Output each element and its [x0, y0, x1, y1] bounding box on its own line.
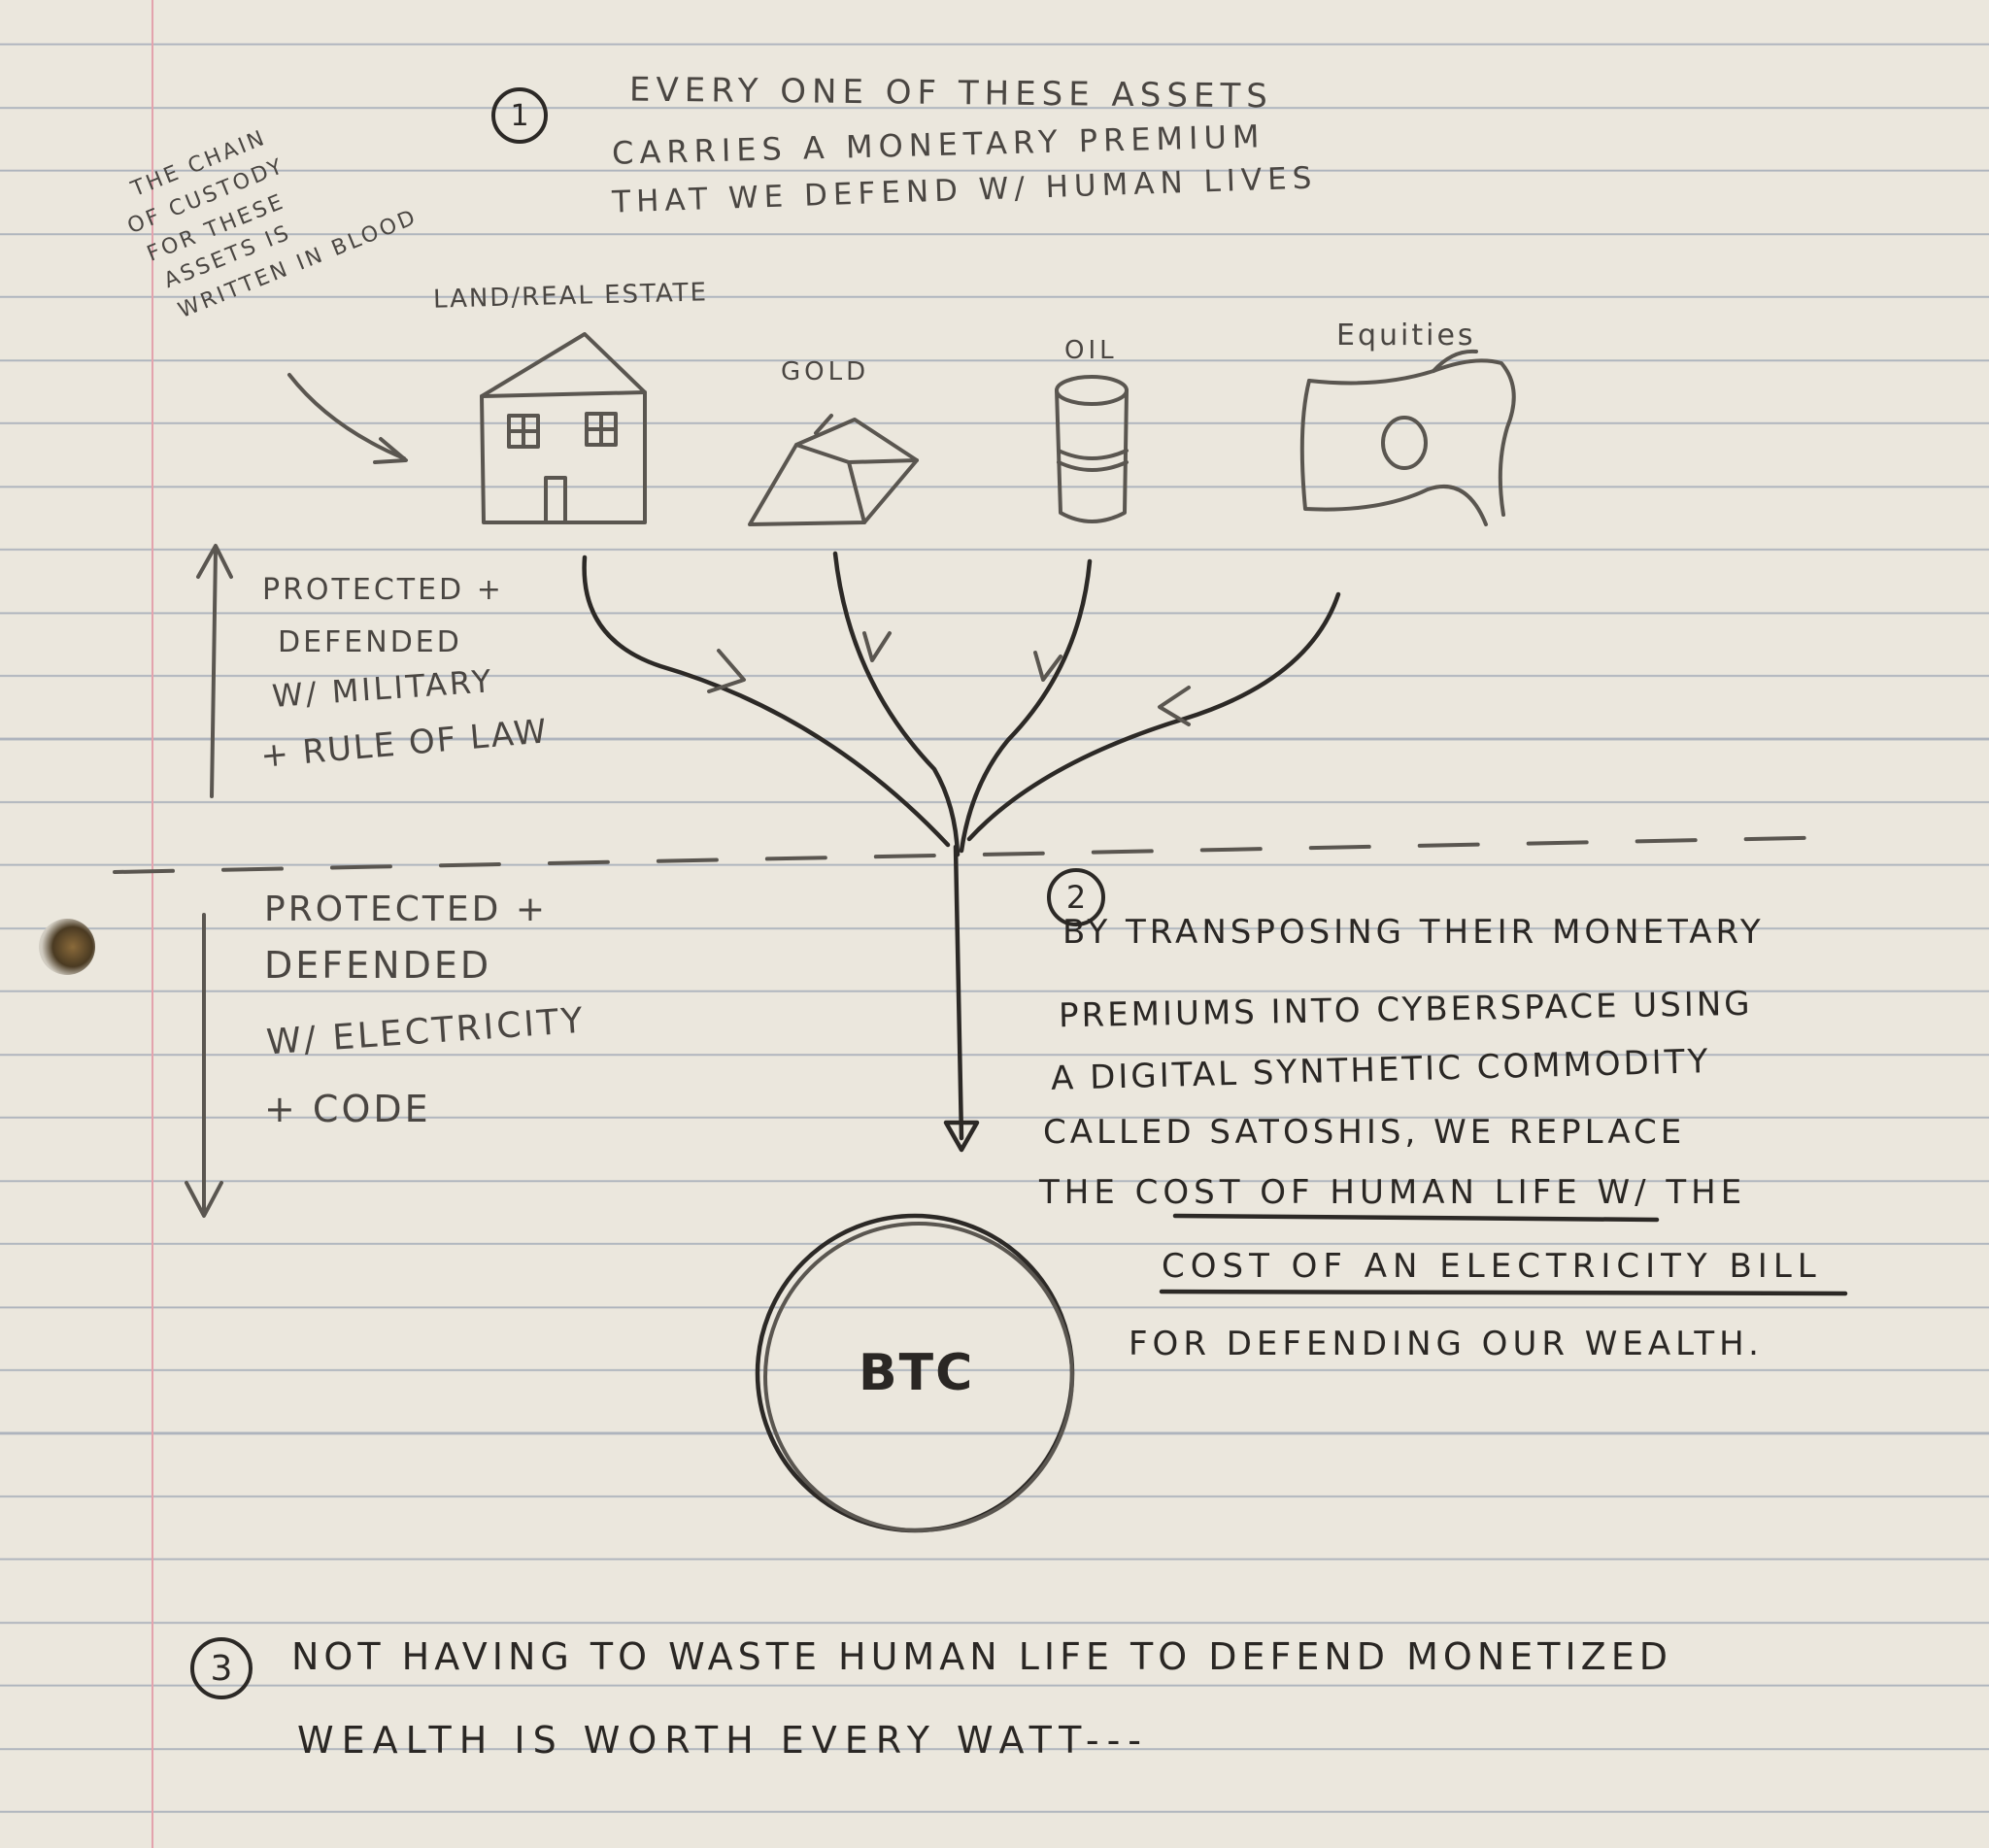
up-arrow	[210, 548, 218, 798]
btc-label: BTC	[859, 1344, 975, 1402]
dashed-divider	[113, 835, 1847, 874]
upper-label-line: Protected +	[262, 573, 504, 607]
note-2-line: cost of an electricity bill	[1162, 1247, 1822, 1286]
flow-lines	[582, 551, 1341, 1153]
underline-cost-of-electricity-bill	[1159, 1289, 1848, 1296]
note-2-line: By transposing their monetary	[1062, 913, 1765, 952]
asset-label-gold: Gold	[781, 357, 870, 386]
margin-line	[152, 0, 153, 1848]
down-arrowhead	[185, 1181, 223, 1218]
note-3-number: 3	[190, 1637, 253, 1699]
side-note-arrowhead	[373, 437, 408, 464]
note-3-line: wealth is worth every watt---	[297, 1719, 1149, 1762]
lower-label-line: Protected +	[264, 890, 548, 929]
note-2-line: called satoshis, we replace	[1043, 1113, 1686, 1152]
note-2-line: for defending our wealth.	[1129, 1325, 1764, 1363]
lower-label-line: Defended	[264, 944, 492, 987]
asset-label-equities: Equities	[1336, 319, 1476, 353]
upper-label-line: Defended	[278, 625, 462, 659]
side-note-arrow	[287, 373, 406, 460]
gold-bar-icon	[748, 414, 919, 526]
note-1-line: Every one of these assets	[628, 70, 1274, 117]
up-arrowhead	[196, 544, 233, 579]
underline-cost-of-human-life	[1172, 1213, 1660, 1223]
stock-certificate-icon	[1299, 349, 1516, 526]
asset-label-oil: Oil	[1064, 336, 1118, 365]
note-2-number: 2	[1047, 868, 1105, 926]
btc-node-circle-outline	[763, 1222, 1074, 1532]
oil-barrel-icon	[1055, 375, 1129, 523]
note-1-number: 1	[491, 87, 548, 144]
lower-label-line: + Code	[264, 1088, 431, 1130]
note-2-line: the cost of human life w/ the	[1039, 1173, 1747, 1212]
house-icon	[480, 332, 647, 524]
note-3-line: Not having to waste human life to defend…	[291, 1635, 1672, 1678]
punch-hole	[39, 919, 95, 975]
